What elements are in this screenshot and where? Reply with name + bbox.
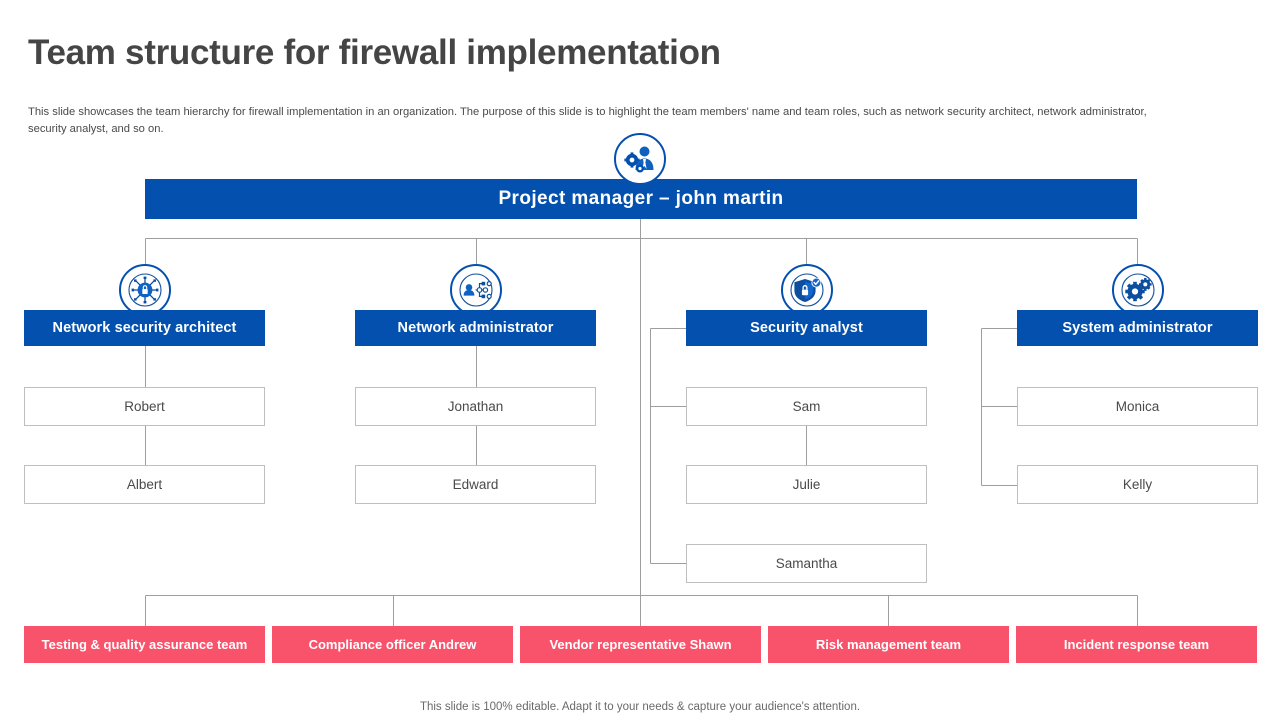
support-team-label: Incident response team [1063, 637, 1210, 652]
gears-icon [1112, 264, 1164, 316]
member-box[interactable]: Sam [686, 387, 927, 426]
support-team-label: Testing & quality assurance team [41, 637, 248, 652]
member-box[interactable]: Jonathan [355, 387, 596, 426]
network-lock-icon [119, 264, 171, 316]
project-manager-bar[interactable]: Project manager – john martin [145, 179, 1137, 219]
user-network-icon [450, 264, 502, 316]
member-box[interactable]: Julie [686, 465, 927, 504]
support-team-bar[interactable]: Incident response team [1016, 626, 1257, 663]
support-team-bar[interactable]: Compliance officer Andrew [272, 626, 513, 663]
support-team-label: Compliance officer Andrew [308, 637, 477, 652]
member-name: Monica [1115, 399, 1160, 414]
role-bar-system-administrator[interactable]: System administrator [1017, 310, 1258, 346]
support-team-bar[interactable]: Risk management team [768, 626, 1009, 663]
member-name: Samantha [775, 556, 838, 571]
support-team-bar[interactable]: Vendor representative Shawn [520, 626, 761, 663]
shield-lock-check-icon [781, 264, 833, 316]
member-box[interactable]: Monica [1017, 387, 1258, 426]
member-name: Julie [792, 477, 821, 492]
member-name: Albert [126, 477, 163, 492]
support-team-bar[interactable]: Testing & quality assurance team [24, 626, 265, 663]
member-name: Edward [452, 477, 499, 492]
member-name: Kelly [1122, 477, 1153, 492]
support-team-label: Vendor representative Shawn [549, 637, 732, 652]
role-bar-security-analyst[interactable]: Security analyst [686, 310, 927, 346]
role-label: Network security architect [52, 320, 237, 336]
member-name: Sam [792, 399, 821, 414]
slide-description: This slide showcases the team hierarchy … [28, 106, 1147, 135]
page-title: Team structure for firewall implementati… [28, 33, 721, 72]
role-bar-network-administrator[interactable]: Network administrator [355, 310, 596, 346]
member-box[interactable]: Albert [24, 465, 265, 504]
member-name: Robert [124, 399, 165, 414]
support-team-label: Risk management team [815, 637, 962, 652]
member-box[interactable]: Edward [355, 465, 596, 504]
role-label: Security analyst [750, 320, 863, 336]
member-box[interactable]: Kelly [1017, 465, 1258, 504]
member-name: Jonathan [447, 399, 504, 414]
role-label: Network administrator [397, 320, 554, 336]
manager-gear-icon [614, 133, 666, 185]
member-box[interactable]: Samantha [686, 544, 927, 583]
slide-footer-note: This slide is 100% editable. Adapt it to… [419, 701, 861, 713]
role-label: System administrator [1062, 320, 1213, 336]
role-bar-network-security-architect[interactable]: Network security architect [24, 310, 265, 346]
project-manager-label: Project manager – john martin [498, 188, 784, 209]
member-box[interactable]: Robert [24, 387, 265, 426]
